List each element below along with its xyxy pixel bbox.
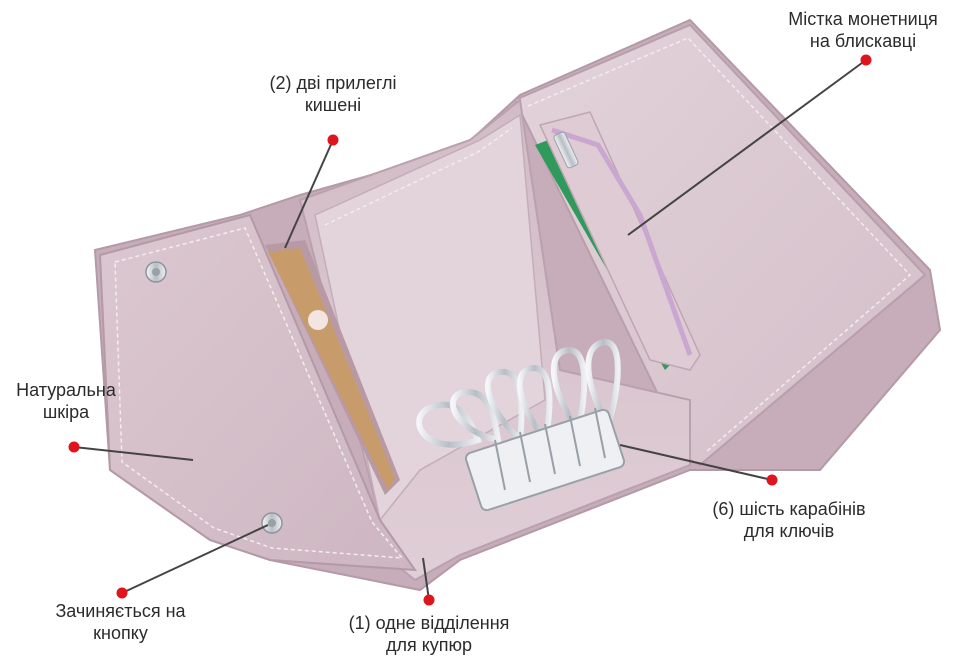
marker-bill-compartment xyxy=(423,594,435,606)
middle-stitching xyxy=(324,127,513,226)
carabiner-3 xyxy=(484,368,525,447)
carabiner-1 xyxy=(416,401,482,448)
callout-coin-pocket: Містка монетниця на блискавці xyxy=(758,8,968,52)
leader-bill-compartment xyxy=(422,557,430,601)
carabiner-bar xyxy=(464,408,626,512)
wallet xyxy=(93,18,942,592)
callout-two-pockets: (2) дві прилеглі кишені xyxy=(238,72,428,116)
callout-coin-pocket-line2: на блискавці xyxy=(809,31,917,51)
marker-carabiners xyxy=(766,474,778,486)
callout-leaders xyxy=(73,59,867,601)
leader-two-pockets xyxy=(284,139,334,249)
callout-carabiners-line1: (6) шість карабінів xyxy=(712,499,866,519)
key-carabiners xyxy=(416,338,626,512)
callout-bill-compartment-line1: (1) одне відділення xyxy=(348,613,510,633)
callout-leather-line1: Натуральна xyxy=(16,380,116,400)
callout-coin-pocket-line1: Містка монетниця xyxy=(788,9,938,29)
left-flap-stitching xyxy=(114,227,404,559)
snap-button-bottom xyxy=(261,512,283,534)
callout-carabiners: (6) шість карабінів для ключів xyxy=(676,498,902,542)
callout-leather-line2: шкіра xyxy=(42,402,90,422)
zipper-track xyxy=(551,127,693,356)
marker-two-pockets xyxy=(327,134,339,146)
carabiner-6 xyxy=(585,338,621,433)
callout-clasp-line2: кнопку xyxy=(93,623,148,643)
card-print-detail xyxy=(308,310,328,330)
callout-bill-compartment: (1) одне відділення для купюр xyxy=(318,612,540,656)
callout-two-pockets-line2: кишені xyxy=(304,95,362,115)
inserted-card xyxy=(268,248,395,490)
leader-leather xyxy=(73,446,194,461)
callout-two-pockets-line1: (2) дві прилеглі xyxy=(269,73,397,93)
wallet-left-flap xyxy=(98,213,418,572)
marker-clasp xyxy=(116,587,128,599)
callout-bill-compartment-line2: для купюр xyxy=(385,635,473,655)
carabiner-4 xyxy=(516,364,553,447)
marker-coin-pocket xyxy=(860,54,872,66)
snap-button-top xyxy=(145,261,167,283)
carabiner-2 xyxy=(450,389,502,444)
carabiner-5 xyxy=(550,346,588,438)
callout-leather: Натуральна шкіра xyxy=(0,379,132,423)
callout-clasp-line1: Зачиняється на xyxy=(55,601,186,621)
right-panel-stitching xyxy=(527,37,912,453)
callout-clasp: Зачиняється на кнопку xyxy=(28,600,213,644)
leader-clasp xyxy=(121,524,269,594)
zipper-pull xyxy=(553,131,579,169)
leader-coin-pocket xyxy=(627,59,867,236)
callout-markers xyxy=(68,54,872,606)
marker-leather xyxy=(68,441,80,453)
leader-carabiners xyxy=(619,444,773,481)
callout-carabiners-line2: для ключів xyxy=(743,521,835,541)
zip-coin-pocket xyxy=(538,111,701,371)
